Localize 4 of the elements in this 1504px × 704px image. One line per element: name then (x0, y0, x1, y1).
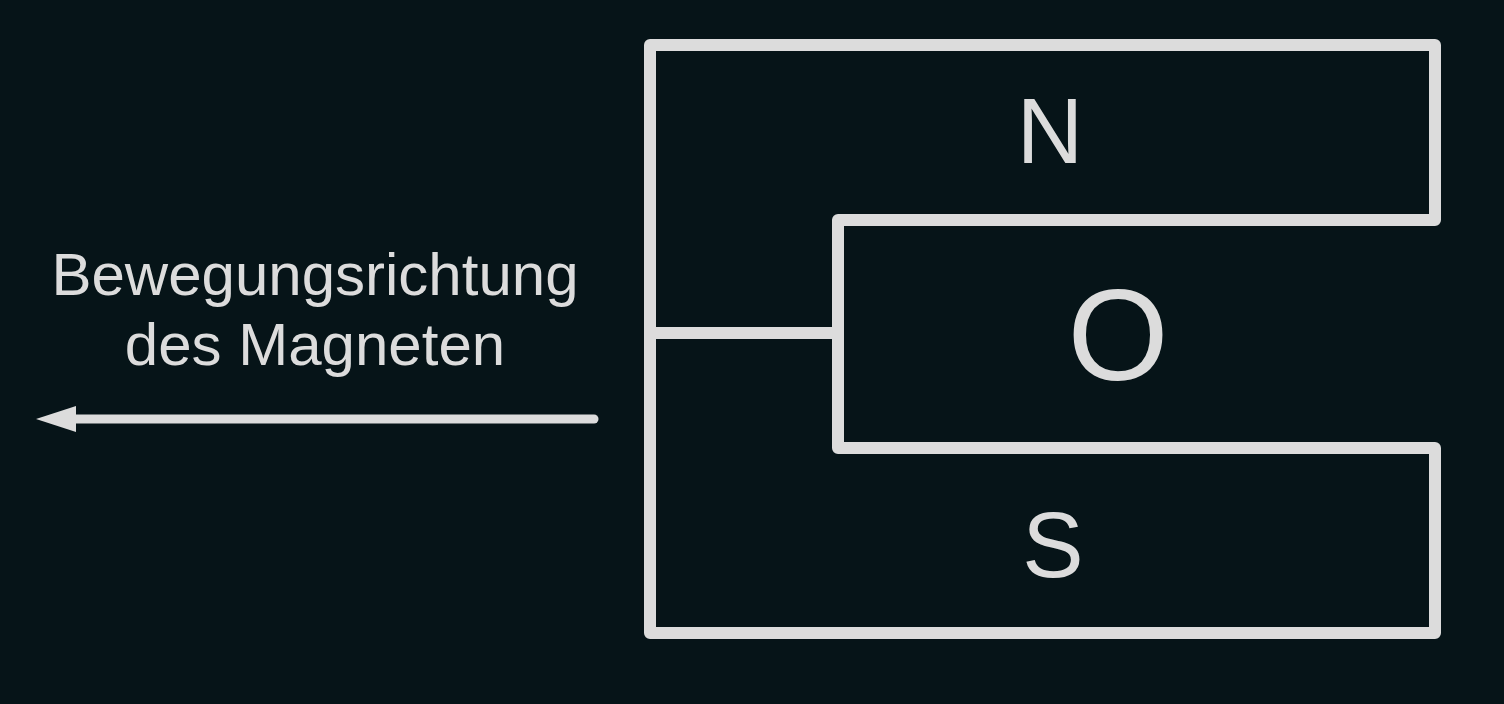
pole-label: S (1022, 499, 1084, 591)
motion-caption: Bewegungsrichtung des Magneten (50, 240, 580, 380)
gap-label: O (1067, 270, 1169, 400)
pole-label: N (1016, 85, 1084, 177)
